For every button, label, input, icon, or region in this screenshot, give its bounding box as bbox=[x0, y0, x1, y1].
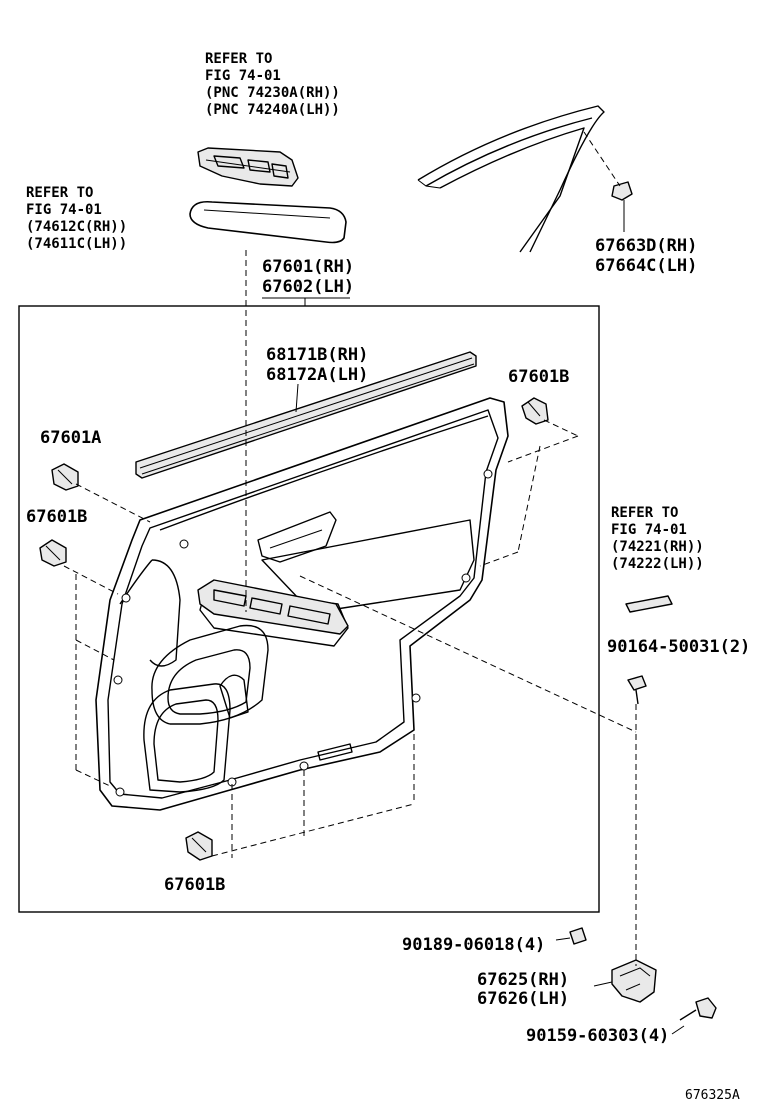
refer-pad-line2: FIG 74-01 bbox=[611, 522, 687, 538]
label-screw: 90164-50031(2) bbox=[607, 637, 750, 657]
refer-pad-note: REFER TO FIG 74-01 (74221(RH)) (74222(LH… bbox=[611, 505, 704, 572]
corner-cover-part bbox=[611, 181, 633, 201]
refer-switch-line3: (PNC 74230A(RH)) bbox=[205, 85, 340, 101]
label-weatherstrip-rh: 68171B(RH) bbox=[266, 345, 368, 365]
label-trim-lh: 67602(LH) bbox=[262, 277, 354, 297]
refer-pad-line3: (74221(RH)) bbox=[611, 539, 704, 555]
nut-part bbox=[569, 927, 587, 945]
refer-armrest-line1: REFER TO bbox=[26, 185, 93, 201]
refer-armrest-line2: FIG 74-01 bbox=[26, 202, 102, 218]
assembly-frame bbox=[18, 305, 600, 913]
label-bolt: 90159-60303(4) bbox=[526, 1026, 669, 1046]
bolt-part bbox=[679, 997, 717, 1021]
switch-base-on-trim bbox=[197, 579, 349, 635]
trim-pad-part bbox=[625, 595, 673, 613]
refer-armrest-line4: (74611C(LH)) bbox=[26, 236, 127, 252]
door-frame-sketch bbox=[417, 105, 605, 253]
label-cover-lh: 67664C(LH) bbox=[595, 256, 697, 276]
armrest-panel-part bbox=[189, 200, 347, 244]
window-switch-part bbox=[197, 147, 299, 187]
label-bracket-rh: 67625(RH) bbox=[477, 970, 569, 990]
refer-switch-line2: FIG 74-01 bbox=[205, 68, 281, 84]
dashed-reference-lines bbox=[63, 250, 637, 966]
refer-switch-note: REFER TO FIG 74-01 (PNC 74230A(RH)) (PNC… bbox=[205, 51, 340, 118]
label-clip-a: 67601A bbox=[40, 428, 101, 448]
refer-pad-line1: REFER TO bbox=[611, 505, 678, 521]
clip-a bbox=[51, 463, 79, 491]
label-weatherstrip-lh: 68172A(LH) bbox=[266, 365, 368, 385]
label-nut: 90189-06018(4) bbox=[402, 935, 545, 955]
label-bracket-lh: 67626(LH) bbox=[477, 989, 569, 1009]
bracket-leader bbox=[593, 981, 613, 987]
bolt-leader bbox=[671, 1025, 685, 1035]
bracket-part bbox=[611, 959, 657, 1003]
label-trim-rh: 67601(RH) bbox=[262, 257, 354, 277]
refer-armrest-line3: (74612C(RH)) bbox=[26, 219, 127, 235]
figure-id: 676325A bbox=[685, 1088, 740, 1103]
label-clip-left: 67601B bbox=[26, 507, 87, 527]
nut-leader bbox=[555, 937, 571, 941]
label-cover-rh: 67663D(RH) bbox=[595, 236, 697, 256]
clip-upper-right bbox=[521, 397, 549, 425]
weatherstrip-leader bbox=[295, 383, 299, 413]
refer-armrest-note: REFER TO FIG 74-01 (74612C(RH)) (74611C(… bbox=[26, 185, 127, 252]
label-clip-upper-right: 67601B bbox=[508, 367, 569, 387]
cover-dash-line bbox=[583, 131, 621, 187]
refer-switch-line1: REFER TO bbox=[205, 51, 272, 67]
label-clip-bottom: 67601B bbox=[164, 875, 225, 895]
clip-left bbox=[39, 539, 67, 567]
clip-bottom bbox=[185, 831, 213, 861]
refer-switch-line4: (PNC 74240A(LH)) bbox=[205, 102, 340, 118]
screw-part bbox=[627, 675, 647, 705]
refer-pad-line4: (74222(LH)) bbox=[611, 556, 704, 572]
weatherstrip-part bbox=[135, 351, 477, 479]
